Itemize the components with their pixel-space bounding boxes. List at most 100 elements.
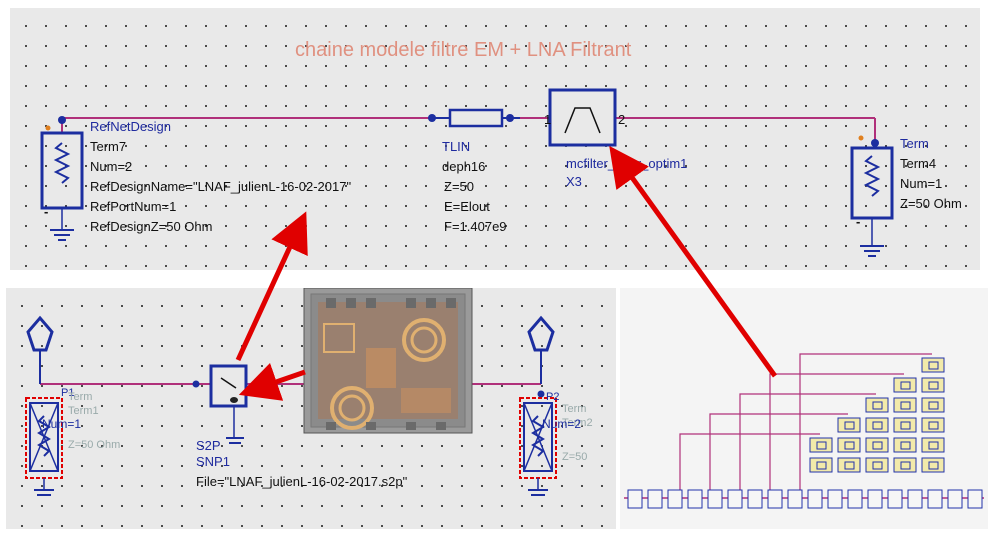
bottom-component	[847, 489, 863, 509]
resonator-cell	[837, 417, 861, 433]
resonator-inner	[816, 441, 827, 450]
svg-text:1: 1	[544, 112, 551, 127]
filter-x3-component[interactable]: 1 2	[544, 88, 625, 147]
resonator-cell	[865, 417, 889, 433]
filter-name-label: mcfilter_pour_optim1	[566, 156, 687, 171]
resonator-cell	[921, 417, 945, 433]
bottom-component	[727, 489, 743, 509]
right-term-z-label: Z=50	[562, 451, 587, 463]
s2p-file-label: File="LNAF_julienL-16-02-2017.s2p"	[196, 474, 408, 489]
bottom-component	[867, 489, 883, 509]
left-term-num-label: Num=1	[42, 417, 81, 431]
resonator-inner	[900, 461, 911, 470]
refnet-design-z-label: RefDesignZ=50 Ohm	[90, 219, 212, 234]
feed-line	[709, 413, 848, 493]
resonator-cell	[893, 377, 917, 393]
term4-inst-label: Term4	[900, 156, 936, 171]
bottom-component	[707, 489, 723, 509]
resonator-cell	[837, 437, 861, 453]
schematic-title: chaine modele filtre EM + LNA Filtrant	[295, 39, 632, 61]
resonator-cell	[809, 437, 833, 453]
refnet-inst-label: Term7	[90, 139, 126, 154]
bottom-component	[827, 489, 843, 509]
resonator-inner	[872, 441, 883, 450]
resonator-inner	[900, 381, 911, 390]
resonator-cell	[921, 457, 945, 473]
left-term-component[interactable]	[25, 397, 63, 496]
filter-bottom-row	[627, 489, 983, 509]
resonator-inner	[844, 421, 855, 430]
resonator-inner	[872, 461, 883, 470]
s2p-inst-label: S2P	[196, 438, 221, 453]
resonator-cell	[865, 457, 889, 473]
resonator-inner	[928, 361, 939, 370]
s2p-schematic: P1 Term Term1 Num=1 Z=50 Ohm S2P SNP1 Fi…	[25, 287, 593, 496]
refnet-port-num-label: RefPortNum=1	[90, 199, 176, 214]
bottom-component	[747, 489, 763, 509]
bottom-component	[627, 489, 643, 509]
s2p-name-label: SNP1	[196, 454, 230, 469]
left-port-p1-label: P1	[61, 387, 74, 399]
resonator-cell	[921, 357, 945, 373]
tlin-component[interactable]	[428, 108, 520, 128]
term4-component[interactable]: -	[850, 118, 894, 257]
bottom-component	[927, 489, 943, 509]
right-term-type-label: Term	[562, 403, 586, 415]
filter-resonator-grid	[679, 353, 945, 493]
right-term-num-label: Num=2	[542, 417, 581, 431]
resonator-inner	[928, 401, 939, 410]
bottom-component	[967, 489, 983, 509]
left-term-inst-label: Term1	[68, 405, 99, 417]
tlin-z-label: Z=50	[444, 179, 474, 194]
bottom-component	[687, 489, 703, 509]
resonator-inner	[928, 461, 939, 470]
top-schematic-panel: chaine modele filtre EM + LNA Filtrant -…	[10, 8, 980, 270]
refnet-name-label: RefNetDesign	[90, 119, 171, 134]
term4-num-label: Num=1	[900, 176, 942, 191]
bottom-component	[807, 489, 823, 509]
resonator-inner	[872, 421, 883, 430]
top-schematic: chaine modele filtre EM + LNA Filtrant -…	[40, 39, 962, 257]
left-term-type-label: Term	[68, 391, 92, 403]
feed-line	[679, 433, 820, 493]
resonator-cell	[893, 417, 917, 433]
bottom-component	[887, 489, 903, 509]
term4-type-label: Term	[900, 136, 929, 151]
resonator-cell	[809, 457, 833, 473]
resonator-inner	[928, 381, 939, 390]
resonator-inner	[816, 461, 827, 470]
tlin-e-label: E=Elout	[444, 199, 490, 214]
tlin-inst-label: deph16	[442, 159, 485, 174]
tlin-type-label: TLIN	[442, 139, 470, 154]
resonator-inner	[928, 421, 939, 430]
resonator-inner	[844, 461, 855, 470]
bottom-left-schematic-panel: P1 Term Term1 Num=1 Z=50 Ohm S2P SNP1 Fi…	[6, 287, 616, 529]
term7-component[interactable]: -	[40, 116, 84, 241]
right-port-p2-label: P2	[546, 391, 559, 403]
right-port-symbol[interactable]	[527, 315, 555, 398]
right-term-inst-label: Term2	[562, 417, 593, 429]
bottom-component	[947, 489, 963, 509]
resonator-cell	[865, 397, 889, 413]
refnet-num-label: Num=2	[90, 159, 132, 174]
right-term-component[interactable]	[519, 397, 557, 496]
refnet-design-name-label: RefDesignName="LNAF_julienL-16-02-2017"	[90, 179, 351, 194]
resonator-cell	[921, 377, 945, 393]
resonator-inner	[900, 441, 911, 450]
svg-text:-: -	[44, 204, 48, 219]
bottom-right-filter-layout-panel	[620, 288, 988, 529]
bottom-component	[667, 489, 683, 509]
resonator-cell	[921, 437, 945, 453]
left-port-symbol[interactable]	[26, 315, 54, 384]
left-term-z-label: Z=50 Ohm	[68, 439, 120, 451]
feed-line	[799, 353, 932, 493]
svg-text:-: -	[856, 214, 860, 229]
bottom-component	[767, 489, 783, 509]
bottom-component	[907, 489, 923, 509]
resonator-cell	[893, 437, 917, 453]
term4-z-label: Z=50 Ohm	[900, 196, 962, 211]
bottom-component	[787, 489, 803, 509]
s2p-component[interactable]	[192, 364, 248, 444]
svg-text:2: 2	[618, 112, 625, 127]
resonator-cell	[865, 437, 889, 453]
